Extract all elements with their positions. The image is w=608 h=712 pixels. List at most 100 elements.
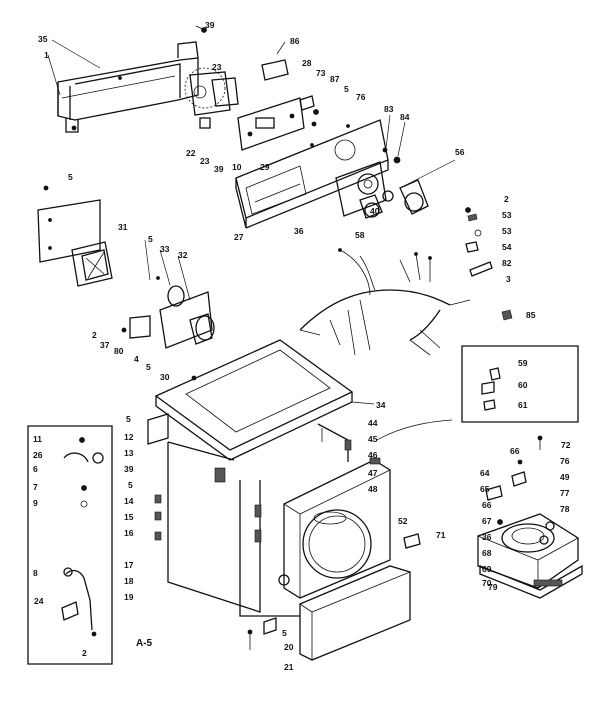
callout-31: 31 bbox=[118, 222, 128, 232]
callout-7: 7 bbox=[33, 482, 38, 492]
timer-assembly bbox=[184, 67, 239, 129]
callout-54: 54 bbox=[502, 242, 512, 252]
callout-13: 13 bbox=[124, 448, 134, 458]
page-code: A-5 bbox=[136, 638, 153, 649]
callout-5: 5 bbox=[344, 84, 349, 94]
callout-76: 76 bbox=[356, 92, 366, 102]
callout-71: 71 bbox=[436, 530, 446, 540]
callout-79: 79 bbox=[488, 582, 498, 592]
callout-27: 27 bbox=[234, 232, 244, 242]
callout-78: 78 bbox=[560, 504, 570, 514]
callout-18: 18 bbox=[124, 576, 134, 586]
callout-30: 30 bbox=[160, 372, 170, 382]
callout-16: 16 bbox=[124, 528, 134, 538]
callout-39b: 39 bbox=[214, 164, 224, 174]
cabinet-top bbox=[154, 339, 354, 461]
console-panel bbox=[235, 119, 389, 229]
callout-4: 4 bbox=[134, 354, 139, 364]
callout-85: 85 bbox=[526, 310, 536, 320]
callout-2: 2 bbox=[504, 194, 509, 204]
callout-36b: 36 bbox=[482, 532, 492, 542]
callout-73: 73 bbox=[316, 68, 326, 78]
callout-47: 47 bbox=[368, 468, 378, 478]
callout-66: 66 bbox=[510, 446, 520, 456]
callout-2b: 2 bbox=[92, 330, 97, 340]
callout-5g: 5 bbox=[282, 628, 287, 638]
tub-assembly bbox=[477, 435, 583, 599]
callout-87: 87 bbox=[330, 74, 340, 84]
callout-10: 10 bbox=[232, 162, 242, 172]
callout-86: 86 bbox=[290, 36, 300, 46]
callout-34: 34 bbox=[376, 400, 386, 410]
callout-68: 68 bbox=[482, 548, 492, 558]
callout-14: 14 bbox=[124, 496, 134, 506]
callout-28: 28 bbox=[302, 58, 312, 68]
callout-11: 11 bbox=[33, 434, 42, 444]
knob-assembly bbox=[335, 161, 429, 219]
callout-26: 26 bbox=[33, 450, 43, 460]
callout-53b: 53 bbox=[502, 226, 512, 236]
callout-32: 32 bbox=[178, 250, 188, 260]
callout-21: 21 bbox=[284, 662, 294, 672]
callout-5f: 5 bbox=[128, 480, 133, 490]
callout-3: 3 bbox=[506, 274, 511, 284]
callout-2c: 2 bbox=[82, 648, 87, 658]
wire-harness bbox=[299, 248, 471, 356]
callout-77: 77 bbox=[560, 488, 570, 498]
callout-8: 8 bbox=[33, 568, 38, 578]
callout-44: 44 bbox=[368, 418, 378, 428]
callout-49: 49 bbox=[560, 472, 570, 482]
callout-53: 53 bbox=[502, 210, 512, 220]
callout-1: 1 bbox=[44, 50, 49, 60]
callout-6: 6 bbox=[33, 464, 38, 474]
callout-59: 59 bbox=[518, 358, 528, 368]
callout-67: 67 bbox=[482, 516, 492, 526]
callout-17: 17 bbox=[124, 560, 134, 570]
callout-80: 80 bbox=[114, 346, 124, 356]
callout-84: 84 bbox=[400, 112, 410, 122]
washer-cabinet bbox=[147, 413, 411, 661]
callout-23b: 23 bbox=[200, 156, 210, 166]
callout-69: 69 bbox=[482, 564, 492, 574]
callout-36: 36 bbox=[294, 226, 304, 236]
callout-48: 48 bbox=[368, 484, 378, 494]
callout-35: 35 bbox=[38, 34, 48, 44]
callout-19: 19 bbox=[124, 592, 134, 602]
callout-64: 64 bbox=[480, 468, 490, 478]
callout-24: 24 bbox=[34, 596, 44, 606]
callout-45: 45 bbox=[368, 434, 378, 444]
callout-5c: 5 bbox=[148, 234, 153, 244]
callout-5b: 5 bbox=[68, 172, 73, 182]
callout-82: 82 bbox=[502, 258, 512, 268]
callout-56: 56 bbox=[455, 147, 465, 157]
bracket-and-blower bbox=[37, 199, 113, 287]
callout-22: 22 bbox=[186, 148, 196, 158]
callout-9: 9 bbox=[33, 498, 38, 508]
callout-12: 12 bbox=[124, 432, 134, 442]
callout-5e: 5 bbox=[126, 414, 131, 424]
callout-40: 40 bbox=[370, 206, 380, 216]
callout-61: 61 bbox=[518, 400, 528, 410]
callout-39: 39 bbox=[205, 20, 215, 30]
inset-left bbox=[27, 425, 113, 665]
callout-20: 20 bbox=[284, 642, 294, 652]
callout-33: 33 bbox=[160, 244, 170, 254]
callout-66b: 66 bbox=[482, 500, 492, 510]
callout-58: 58 bbox=[355, 230, 365, 240]
callout-76b: 76 bbox=[560, 456, 570, 466]
callout-15: 15 bbox=[124, 512, 134, 522]
callout-39c: 39 bbox=[124, 464, 134, 474]
control-panel bbox=[237, 97, 305, 151]
callout-52: 52 bbox=[398, 516, 408, 526]
callout-23: 23 bbox=[212, 62, 222, 72]
callout-72: 72 bbox=[561, 440, 571, 450]
callout-5d: 5 bbox=[146, 362, 151, 372]
callout-65: 65 bbox=[480, 484, 490, 494]
callout-29: 29 bbox=[260, 162, 270, 172]
callout-70: 70 bbox=[482, 578, 492, 588]
callout-46: 46 bbox=[368, 450, 378, 460]
motor-assembly bbox=[159, 285, 215, 349]
callout-83: 83 bbox=[384, 104, 394, 114]
